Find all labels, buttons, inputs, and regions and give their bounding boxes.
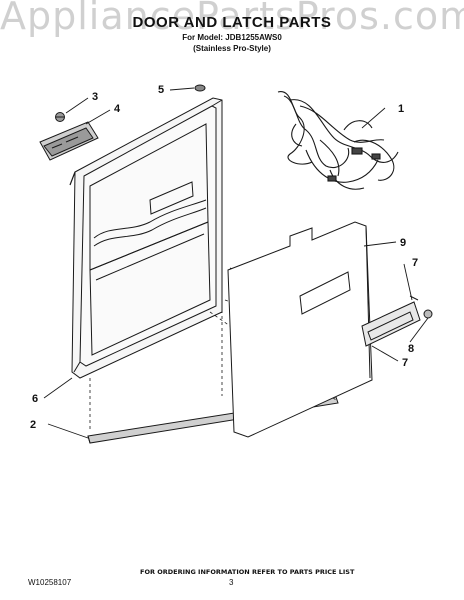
- callout-leaders: [43, 87, 429, 439]
- document-number: W10258107: [28, 578, 72, 587]
- page-number: 3: [229, 578, 234, 587]
- ordering-note: FOR ORDERING INFORMATION REFER TO PARTS …: [140, 568, 355, 576]
- callout-8: 8: [408, 343, 414, 355]
- inner-door-panel: [69, 97, 223, 379]
- callout-2: 2: [30, 419, 36, 431]
- callout-3: 3: [92, 91, 98, 103]
- door-screw: [194, 84, 206, 92]
- latch-control-module: [39, 121, 99, 161]
- wire-harness: [277, 91, 399, 190]
- callout-5: 5: [158, 84, 164, 96]
- callout-4: 4: [114, 103, 121, 115]
- callout-7-upper: 7: [412, 257, 418, 269]
- callout-7-lower: 7: [402, 357, 408, 369]
- page-title: DOOR AND LATCH PARTS: [132, 14, 332, 31]
- model-line: For Model: JDB1255AWS0: [182, 33, 282, 42]
- callout-6: 6: [32, 393, 38, 405]
- handle-bracket: [361, 295, 433, 347]
- style-line: (Stainless Pro-Style): [193, 44, 271, 53]
- callout-9: 9: [400, 237, 406, 249]
- callout-1: 1: [398, 103, 404, 115]
- latch-screw: [55, 112, 65, 122]
- outer-door-panel: [227, 221, 373, 438]
